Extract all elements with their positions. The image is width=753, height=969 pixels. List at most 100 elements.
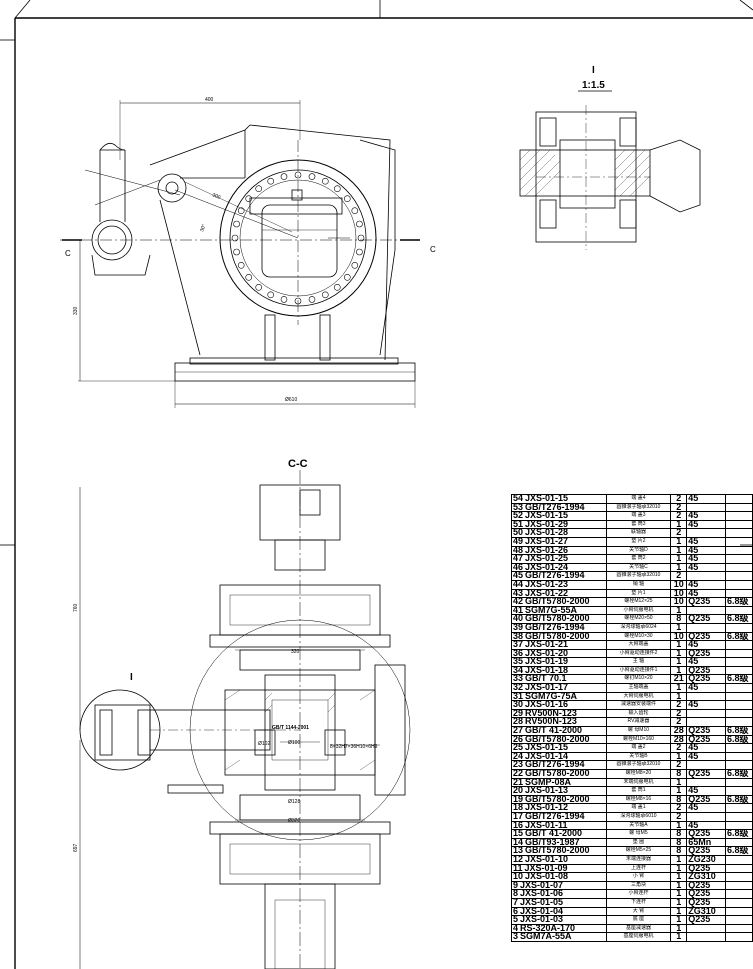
part-material: Q235: [686, 846, 727, 856]
part-note: 6.8级: [725, 614, 753, 624]
part-number: 26: [513, 735, 524, 744]
part-number: 45: [513, 571, 524, 581]
bolt-hole: [308, 173, 316, 180]
part-name: 垫 圈: [605, 837, 672, 848]
part-name: 螺栓M5×25: [605, 846, 672, 856]
part-qty: 1: [670, 536, 688, 547]
part-material: Q235: [686, 897, 727, 908]
bolt-hole: [231, 234, 239, 242]
part-material: 45: [686, 536, 727, 547]
part-qty: 2: [670, 700, 688, 710]
detail-i-title: I: [592, 65, 595, 76]
part-material: Q235: [686, 631, 727, 642]
part-qty: 1: [670, 648, 688, 659]
part-code: JXS-01-09: [524, 864, 568, 873]
part-note: [725, 536, 753, 547]
bolt-hole: [333, 283, 341, 291]
bolt-hole: [255, 185, 263, 192]
part-code: JXS-01-15: [525, 494, 569, 503]
part-code: JXS-01-15: [525, 743, 569, 753]
part-number: 50: [513, 528, 524, 538]
part-note: [725, 751, 753, 762]
part-number: 15: [513, 829, 524, 839]
part-material: 45: [686, 579, 727, 590]
section-cc-view: [79, 470, 411, 969]
part-number: 18: [513, 803, 524, 813]
part-material: ZG310: [686, 872, 727, 882]
part-material: 65Mn: [686, 837, 727, 848]
bolt-hole: [321, 291, 329, 299]
part-note: [725, 872, 753, 882]
part-number: 51: [513, 520, 524, 529]
flange-bolt-holes: [231, 171, 365, 305]
part-material: 45: [686, 562, 727, 573]
part-note: [725, 932, 753, 942]
part-code: GB/T276-1994: [525, 623, 585, 632]
sec-gbt-label: GB/T 1144-2001: [272, 725, 309, 731]
part-code: GB/T 41-2000: [525, 829, 583, 839]
part-number: 20: [513, 786, 524, 796]
part-name: 下连杆: [605, 897, 672, 908]
part-qty: 1: [670, 906, 688, 917]
part-code: JXS-01-03: [520, 915, 564, 925]
part-number: 25: [513, 743, 524, 753]
part-material: Q235: [686, 880, 727, 891]
bolt-hole: [351, 261, 359, 269]
part-name: 主轴端盖: [605, 683, 672, 693]
part-code: JXS-01-11: [525, 821, 568, 830]
part-note: [725, 640, 753, 650]
part-code: RV500N-123: [525, 709, 577, 718]
part-note: [725, 519, 753, 530]
part-name: 套 筒2: [605, 554, 672, 564]
part-note: [725, 708, 753, 719]
part-qty: 1: [670, 665, 688, 676]
cut-label-right: C: [430, 245, 436, 254]
dim-610: Ø610: [285, 397, 297, 403]
part-number: 43: [513, 589, 524, 598]
part-name: 联轴器: [605, 528, 672, 538]
part-name: 螺栓M10×160: [605, 734, 672, 745]
part-qty: 2: [670, 708, 688, 719]
part-code: GB/T93-1987: [525, 838, 580, 847]
part-qty: 1: [670, 777, 688, 788]
part-material: [686, 502, 727, 513]
part-note: [725, 579, 753, 590]
part-name: 端 盖2: [605, 743, 672, 753]
part-qty: 8: [670, 614, 688, 624]
part-note: [725, 786, 753, 796]
bolt-hole: [343, 195, 351, 202]
part-name: 末端伺服电机: [605, 777, 672, 788]
part-material: Q235: [686, 829, 727, 839]
part-note: [725, 502, 753, 513]
part-qty: 8: [670, 794, 688, 805]
bolt-hole: [351, 207, 359, 214]
part-note: [725, 923, 753, 934]
part-note: 6.8级: [725, 726, 753, 736]
part-material: 45: [686, 751, 727, 762]
part-material: 45: [686, 545, 727, 556]
part-name: 螺 母M5: [605, 829, 672, 839]
dim-angle-30: 30°: [199, 224, 207, 233]
part-note: [725, 760, 753, 770]
part-name: 主 轴: [605, 657, 672, 667]
